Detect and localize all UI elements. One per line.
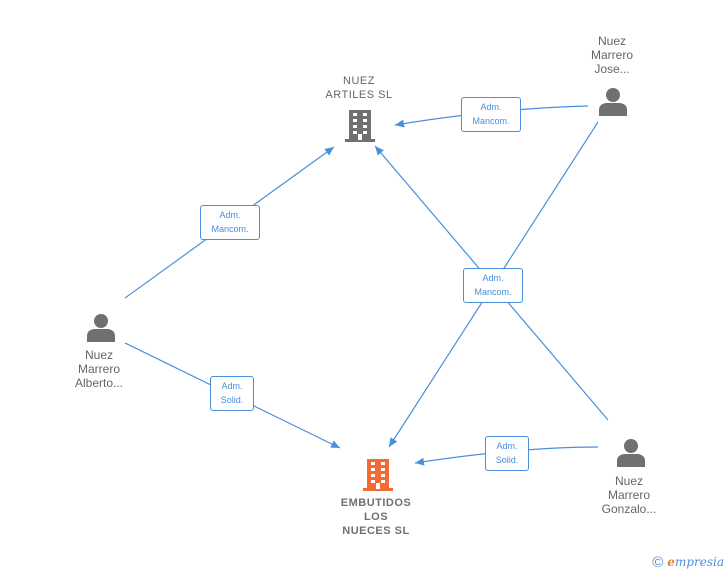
company-name-line: NUECES SL: [342, 525, 410, 537]
relation-label-jose-artiles[interactable]: Adm. Mancom.: [461, 97, 521, 132]
person-name-line: Nuez: [614, 474, 643, 488]
relation-detail: Mancom.: [472, 116, 510, 126]
relation-detail: Solid.: [495, 455, 519, 465]
relation-label-gonzalo-embutidos[interactable]: Adm. Solid.: [485, 436, 529, 471]
building-icon[interactable]: [345, 108, 375, 142]
company-name-line: EMBUTIDOS: [340, 497, 412, 509]
person-icon[interactable]: [86, 312, 116, 342]
company-name-embutidos: EMBUTIDOS LOS NUECES SL: [326, 496, 426, 538]
company-name-line: LOS: [363, 511, 389, 523]
person-name-line: Marrero: [590, 48, 633, 62]
person-name-line: Marrero: [77, 362, 120, 376]
person-name-line: Marrero: [607, 488, 650, 502]
relation-type: Adm.: [480, 102, 502, 112]
person-name-line: Alberto...: [74, 376, 124, 390]
relation-label-alberto-embutidos[interactable]: Adm. Solid.: [210, 376, 254, 411]
person-name-gonzalo: Nuez Marrero Gonzalo...: [589, 474, 669, 516]
empresia-watermark: ©empresia: [652, 554, 724, 571]
person-name-line: Nuez: [84, 348, 113, 362]
relation-detail: Mancom.: [474, 287, 512, 297]
person-icon[interactable]: [598, 86, 628, 116]
copyright-icon: ©: [652, 554, 664, 571]
company-name-line: ARTILES SL: [325, 89, 393, 101]
person-name-alberto: Nuez Marrero Alberto...: [59, 348, 139, 390]
person-name-line: Jose...: [594, 62, 630, 76]
person-name-jose: Nuez Marrero Jose...: [572, 34, 652, 76]
brand-logo-initial: e: [667, 555, 675, 569]
relation-detail: Mancom.: [211, 224, 249, 234]
relation-type: Adm.: [482, 273, 504, 283]
relation-label-center[interactable]: Adm. Mancom.: [463, 268, 523, 303]
person-name-line: Nuez: [597, 34, 626, 48]
person-name-line: Gonzalo...: [601, 502, 657, 516]
brand-logo-text: mpresia: [674, 555, 724, 569]
building-icon[interactable]: [363, 457, 393, 491]
relation-type: Adm.: [496, 441, 518, 451]
relation-detail: Solid.: [220, 395, 244, 405]
relation-type: Adm.: [219, 210, 241, 220]
person-icon[interactable]: [616, 437, 646, 467]
company-name-line: NUEZ: [343, 75, 375, 87]
relation-label-alberto-artiles[interactable]: Adm. Mancom.: [200, 205, 260, 240]
company-name-nuez-artiles: NUEZ ARTILES SL: [309, 74, 409, 102]
relation-type: Adm.: [221, 381, 243, 391]
